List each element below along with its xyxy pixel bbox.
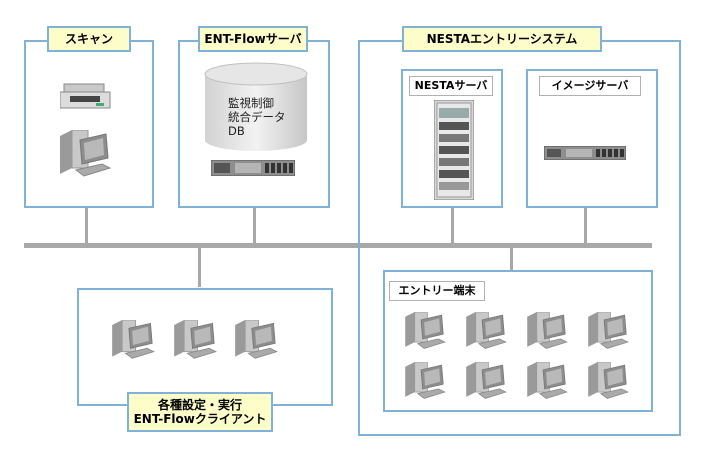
db-text-line3: DB (228, 124, 245, 138)
scanner-label: スキャン (47, 26, 131, 52)
network-bus (24, 243, 652, 248)
printer-icon (60, 83, 111, 109)
pc-icon (60, 130, 112, 177)
server-rack-cabinet-icon (434, 100, 474, 200)
scanner-box (24, 40, 154, 208)
pc-icon (405, 312, 446, 349)
nesta-system-label: NESTAエントリーシステム (402, 26, 602, 52)
pc-icon (588, 362, 629, 399)
bus-drop-nesta-server (451, 207, 454, 245)
pc-icon (112, 320, 155, 359)
pc-icon (527, 362, 568, 399)
pc-icon (405, 362, 446, 399)
nesta-server-label: NESTAサーバ (409, 76, 493, 96)
bus-drop-client (198, 247, 201, 287)
entry-terminal-label: エントリー端末 (389, 281, 485, 301)
pc-icon (466, 362, 507, 399)
pc-icon (235, 320, 278, 359)
client-label-line1: 各種設定・実行 (157, 397, 242, 412)
pc-icon (174, 320, 217, 359)
client-label-line2: ENT-Flowクライアント (133, 412, 267, 426)
rack-server-icon (544, 146, 626, 160)
bus-drop-scanner (85, 207, 88, 245)
client-label: 各種設定・実行 ENT-Flowクライアント (127, 392, 273, 432)
entflow-server-label: ENT-Flowサーバ (198, 26, 308, 52)
pc-icon (466, 312, 507, 349)
bus-drop-entflow (253, 207, 256, 245)
bus-drop-image-server (584, 207, 587, 245)
pc-icon (527, 312, 568, 349)
db-text-line2: 統合データ (228, 110, 286, 124)
pc-icon (588, 312, 629, 349)
image-server-label: イメージサーバ (539, 76, 641, 96)
db-text-line1: 監視制御 (228, 96, 274, 110)
rack-server-icon (211, 160, 295, 176)
bus-drop-entry-terminal (510, 247, 513, 272)
database-icon (204, 62, 308, 151)
